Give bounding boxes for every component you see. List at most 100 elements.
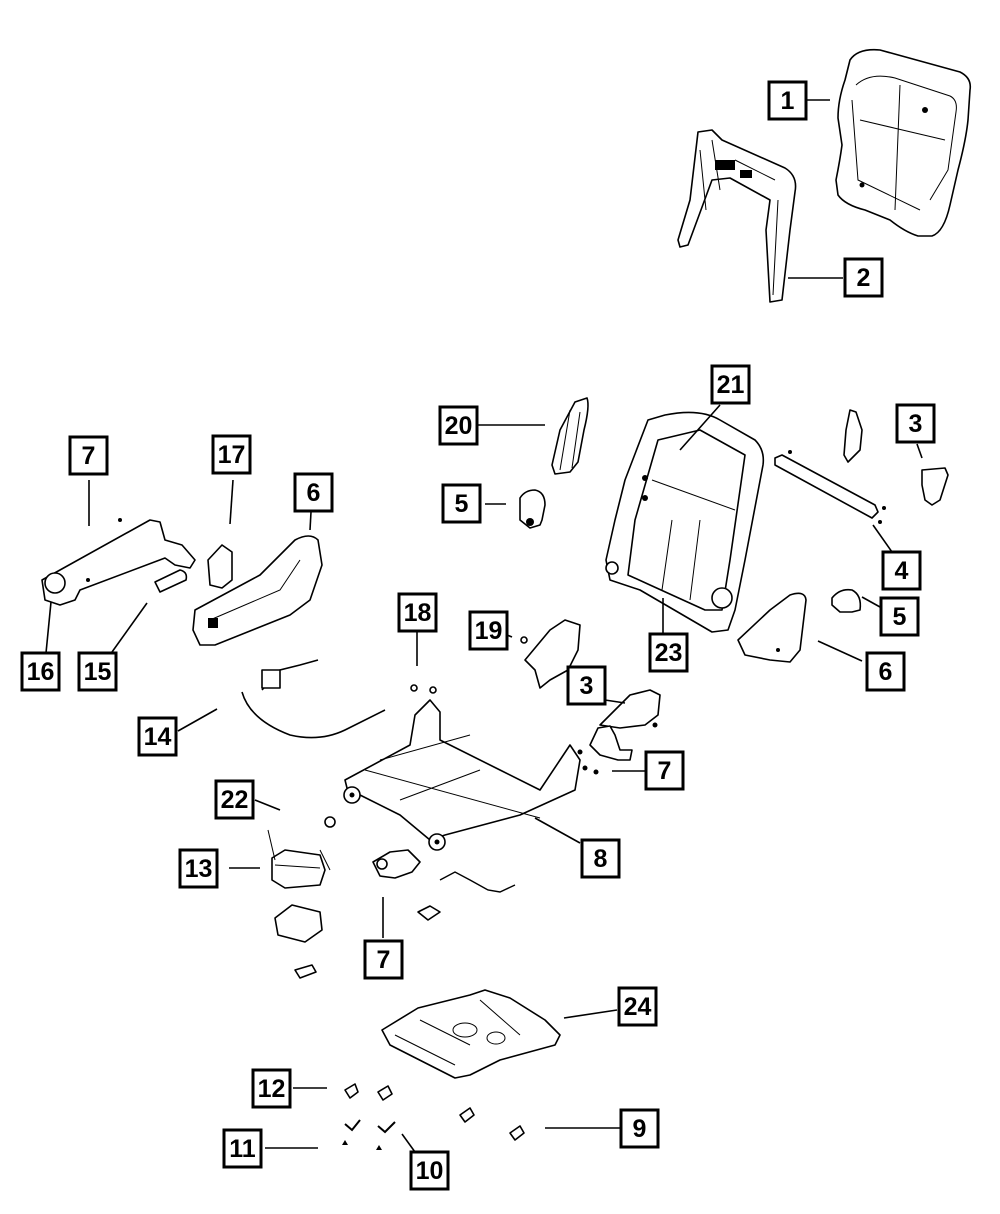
callout-label: 7 [377, 946, 391, 974]
callout-12[interactable]: 12 [251, 1068, 292, 1109]
part-switch-bezel[interactable] [207, 544, 233, 589]
part-retainer[interactable] [344, 1083, 393, 1101]
part-nut[interactable] [410, 684, 437, 694]
callout-3-upper[interactable]: 3 [895, 403, 936, 444]
callout-22[interactable]: 22 [214, 779, 255, 820]
leader-17 [229, 479, 234, 525]
leader-3a [916, 443, 923, 459]
part-handle[interactable] [154, 569, 188, 593]
leader-8 [534, 817, 581, 844]
callout-label: 6 [879, 658, 893, 686]
callout-label: 3 [909, 410, 923, 438]
part-seat-cushion-pan[interactable] [381, 989, 561, 1079]
callout-3-lower[interactable]: 3 [566, 665, 607, 706]
callout-label: 4 [895, 557, 909, 585]
part-side-trim-upper-left[interactable] [41, 518, 196, 606]
part-cross-bar[interactable] [774, 450, 886, 524]
callout-label: 24 [624, 993, 652, 1021]
callout-label: 11 [229, 1135, 256, 1163]
leader-15 [111, 602, 148, 653]
part-wiring-harness[interactable] [241, 659, 386, 739]
callout-6-left[interactable]: 6 [293, 472, 334, 513]
callout-label: 3 [580, 672, 594, 700]
callout-16[interactable]: 16 [20, 651, 61, 692]
part-seat-shield-outboard[interactable] [192, 535, 323, 646]
callout-label: 6 [307, 479, 321, 507]
callout-21[interactable]: 21 [710, 364, 751, 405]
callout-9[interactable]: 9 [619, 1108, 660, 1149]
leader-21 [679, 404, 721, 451]
leader-22 [254, 799, 281, 811]
callout-17[interactable]: 17 [211, 434, 252, 475]
callout-4[interactable]: 4 [881, 550, 922, 591]
part-side-airbag-module[interactable] [551, 397, 589, 475]
callout-23[interactable]: 23 [648, 632, 689, 673]
callout-19[interactable]: 19 [468, 610, 509, 651]
part-screw[interactable] [342, 1140, 382, 1150]
part-recliner-cover-left[interactable] [519, 489, 546, 529]
part-clip-bracket[interactable] [459, 1107, 525, 1141]
callout-14[interactable]: 14 [137, 716, 178, 757]
callout-1[interactable]: 1 [767, 80, 808, 121]
part-clip[interactable] [324, 816, 336, 828]
callout-6-right[interactable]: 6 [865, 651, 906, 692]
callout-7-right[interactable]: 7 [644, 750, 685, 791]
callout-11[interactable]: 11 [222, 1128, 263, 1169]
callout-7-lower[interactable]: 7 [363, 939, 404, 980]
callout-label: 8 [594, 845, 608, 873]
callout-label: 5 [455, 490, 469, 518]
callout-label: 10 [416, 1157, 444, 1185]
leader-24 [563, 1009, 618, 1019]
callout-label: 5 [893, 603, 907, 631]
callout-8[interactable]: 8 [580, 838, 621, 879]
callout-label: 9 [633, 1115, 647, 1143]
callout-label: 15 [84, 658, 112, 686]
callout-label: 14 [144, 723, 172, 751]
callout-label: 2 [857, 264, 871, 292]
leader-lines [45, 99, 923, 1153]
callout-18[interactable]: 18 [397, 592, 438, 633]
callout-label: 16 [27, 658, 55, 686]
callout-24[interactable]: 24 [617, 986, 658, 1027]
callout-label: 18 [404, 599, 432, 627]
callout-label: 19 [475, 617, 503, 645]
part-seat-shield-inboard[interactable] [737, 592, 807, 663]
callout-label: 17 [218, 441, 246, 469]
part-bracket-lower[interactable] [524, 619, 661, 729]
callout-label: 23 [655, 639, 683, 667]
leader-16 [45, 601, 52, 654]
callout-label: 21 [717, 371, 745, 399]
callout-label: 22 [221, 786, 249, 814]
part-side-trim-right[interactable] [577, 725, 633, 775]
leader-5b [861, 596, 881, 608]
callout-label: 12 [258, 1075, 286, 1103]
leader-4 [872, 524, 893, 553]
part-seat-back-frame[interactable] [605, 411, 765, 633]
part-push-nut[interactable] [520, 636, 528, 644]
part-side-trim-lower[interactable] [372, 849, 516, 921]
callout-20[interactable]: 20 [438, 405, 479, 446]
callout-label: 7 [658, 757, 672, 785]
callout-label: 7 [82, 442, 96, 470]
callout-2[interactable]: 2 [843, 257, 884, 298]
leader-6b [817, 640, 863, 662]
callout-7-upper-left[interactable]: 7 [68, 435, 109, 476]
leader-6a [309, 511, 312, 531]
callout-10[interactable]: 10 [409, 1150, 450, 1191]
part-recliner-cover-right[interactable] [831, 588, 862, 613]
callout-5-right[interactable]: 5 [879, 596, 920, 637]
callout-13[interactable]: 13 [178, 848, 219, 889]
part-seat-adjuster-track[interactable] [343, 699, 581, 851]
callout-label: 13 [185, 855, 213, 883]
leader-14 [177, 708, 218, 732]
part-bracket-upper-right[interactable] [843, 409, 949, 506]
part-seat-back-panel[interactable] [677, 129, 797, 303]
part-control-module[interactable] [267, 829, 331, 979]
part-hook[interactable] [344, 1119, 396, 1134]
callout-15[interactable]: 15 [77, 651, 118, 692]
callout-label: 20 [445, 412, 473, 440]
leader-3b [604, 699, 626, 704]
part-seat-back-cushion-cover[interactable] [835, 48, 972, 237]
callout-5-left[interactable]: 5 [441, 483, 482, 524]
